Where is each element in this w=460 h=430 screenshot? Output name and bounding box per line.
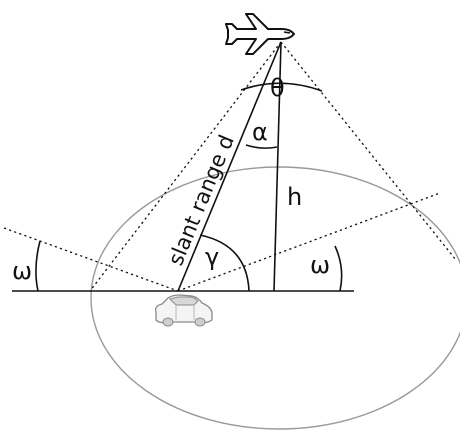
omega-left-label: ω: [12, 257, 32, 285]
theta-label: θ: [270, 74, 285, 102]
beam-edge-left: [89, 41, 282, 292]
gamma-arc: [199, 234, 250, 292]
altitude-label: h: [287, 183, 302, 211]
ground-footprint-ellipse: [90, 166, 460, 430]
theta-arc: [240, 82, 323, 92]
horizon-line-right: [177, 192, 441, 292]
alpha-arc: [245, 144, 278, 149]
omega-left-arc: [35, 240, 41, 292]
slant-range-line: [177, 41, 282, 292]
slant-range-label: slant range d: [163, 131, 238, 269]
car-icon: [154, 294, 213, 327]
omega-right-arc: [334, 245, 343, 292]
beam-edge-right: [280, 41, 457, 261]
alpha-label: α: [252, 118, 268, 146]
airplane-icon: [225, 13, 295, 55]
horizon-line-left: [3, 227, 179, 292]
gamma-label: γ: [205, 243, 219, 271]
omega-right-label: ω: [310, 251, 330, 279]
